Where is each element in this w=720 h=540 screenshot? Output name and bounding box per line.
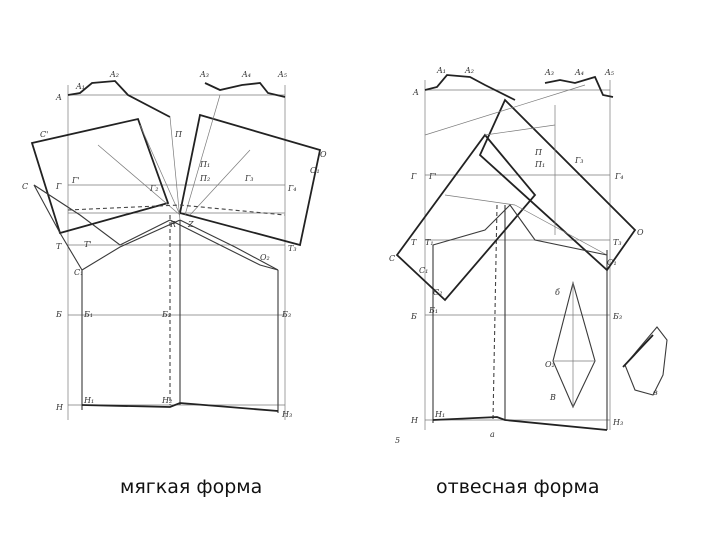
r-label-T: T — [411, 238, 417, 247]
r-label-H3: H₃ — [612, 418, 623, 427]
r-label-A1: A₁ — [436, 66, 446, 75]
back-sleeve-rect — [30, 117, 170, 235]
label-C: C — [22, 182, 28, 191]
r-label-B1: Б₁ — [428, 306, 438, 315]
label-R: R — [169, 220, 176, 229]
dashed-chest — [67, 204, 286, 216]
guide-4 — [97, 144, 181, 216]
guide-1 — [169, 116, 181, 221]
front-neck — [204, 82, 286, 98]
label-G4: Г₄ — [287, 184, 297, 193]
r-label-G: Г — [410, 172, 417, 181]
r-guide-5 — [514, 204, 608, 256]
r-front-sleeve — [478, 98, 637, 272]
r-label-B-big: В — [549, 393, 556, 402]
r-label-A2: A₂ — [464, 66, 474, 75]
r-label-B3: Б₃ — [612, 312, 622, 321]
label-P2: П₂ — [199, 174, 210, 183]
label-B: Б — [55, 310, 62, 319]
r-label-T3: T₃ — [613, 238, 622, 247]
front-sleeve-rect — [178, 113, 322, 247]
r-label-H1: H₁ — [434, 410, 445, 419]
label-A4: A₄ — [241, 70, 251, 79]
r-label-T1: T₁ — [425, 238, 434, 247]
r-label-C2: C₂ — [433, 288, 442, 297]
front-underarm — [179, 219, 279, 271]
r-label-C1: C₁ — [419, 266, 428, 275]
guide-3 — [184, 94, 221, 216]
label-B3: Б₃ — [281, 310, 291, 319]
r-label-P: П — [534, 148, 543, 157]
guide-2 — [139, 124, 181, 216]
label-P: П — [174, 130, 183, 139]
r-rhombus — [552, 280, 596, 409]
r-label-a: a — [490, 430, 495, 439]
label-A5: A₅ — [277, 70, 288, 79]
r-label-A3: A₃ — [544, 68, 554, 77]
r-label-v-small: в — [653, 388, 658, 397]
label-G3: Г₃ — [244, 174, 254, 183]
label-P1: П₁ — [199, 160, 210, 169]
r-label-G3: Г₃ — [574, 156, 584, 165]
r-guide-3 — [444, 194, 516, 206]
armhole-contour — [33, 184, 279, 271]
r-front-neck — [544, 75, 614, 98]
label-B1: Б₁ — [83, 310, 93, 319]
hem-curve — [81, 402, 279, 412]
label-H: H — [55, 403, 64, 412]
r-back-sleeve — [395, 133, 537, 302]
label-A: A — [55, 93, 62, 102]
label-T: T — [56, 242, 62, 251]
label-T3: T₃ — [288, 244, 297, 253]
guide-5 — [189, 149, 251, 216]
label-Z: Z — [187, 220, 194, 229]
label-B2: Б₂ — [161, 310, 171, 319]
label-T1: T' — [84, 240, 92, 249]
r-label-b-small: б — [555, 288, 560, 297]
label-G: Г — [55, 182, 62, 191]
r-label-H: H — [410, 416, 419, 425]
r-guide-1 — [424, 84, 586, 136]
r-back-shoulder — [424, 74, 516, 101]
vertical-form-pattern-svg: A A₁ A₂ A₃ A₄ A₅ Г Г' Г₃ Г₄ T T₁ T₃ Б Б₁… — [389, 66, 668, 445]
r-label-O1: O₁ — [607, 258, 617, 267]
label-G1: Г' — [71, 176, 80, 185]
label-H2: H₂ — [161, 396, 172, 405]
label-C1: C₁ — [74, 268, 83, 277]
r-label-C: C — [389, 254, 395, 263]
label-C2: C' — [40, 130, 48, 139]
soft-form-pattern-svg: A A₁ A₂ A₃ A₄ A₅ Г Г' Г₂ Г₃ Г₄ T T' T₃ Б… — [22, 70, 327, 420]
label-O1: O₁ — [310, 166, 320, 175]
label-G2: Г₂ — [149, 184, 159, 193]
r-label-P1: П₁ — [534, 160, 545, 169]
caption-vertical-form: отвесная форма — [436, 476, 600, 498]
back-shoulder — [67, 80, 171, 118]
r-small-sketch — [624, 326, 668, 396]
r-label-5: 5 — [395, 436, 400, 445]
label-A3: A₃ — [199, 70, 209, 79]
caption-soft-form: мягкая форма — [120, 476, 263, 498]
label-A2: A₂ — [109, 70, 119, 79]
r-label-G4: Г₄ — [614, 172, 624, 181]
label-A1: A₁ — [75, 82, 85, 91]
label-H3: H₃ — [281, 410, 292, 419]
r-hem-curve — [432, 416, 608, 431]
r-label-G1: Г' — [428, 172, 437, 181]
r-guide-2 — [484, 124, 556, 136]
label-O: O — [320, 150, 327, 159]
label-O2: O₂ — [260, 253, 270, 262]
r-dashed-center — [492, 204, 498, 421]
r-label-O2: O₂ — [545, 360, 555, 369]
r-small-sketch-arrow — [622, 334, 654, 368]
r-armhole — [432, 204, 608, 256]
r-label-A: A — [412, 88, 419, 97]
r-label-A5: A₅ — [604, 68, 615, 77]
label-H1: H₁ — [83, 396, 94, 405]
soft-form-pattern-drawing: A A₁ A₂ A₃ A₄ A₅ Г Г' Г₂ Г₃ Г₄ T T' T₃ Б… — [20, 55, 340, 445]
r-label-A4: A₄ — [574, 68, 584, 77]
r-label-O: O — [637, 228, 644, 237]
r-label-B: Б — [410, 312, 417, 321]
back-underarm — [81, 219, 181, 271]
vertical-form-pattern-drawing: A A₁ A₂ A₃ A₄ A₅ Г Г' Г₃ Г₄ T T₁ T₃ Б Б₁… — [385, 55, 695, 445]
